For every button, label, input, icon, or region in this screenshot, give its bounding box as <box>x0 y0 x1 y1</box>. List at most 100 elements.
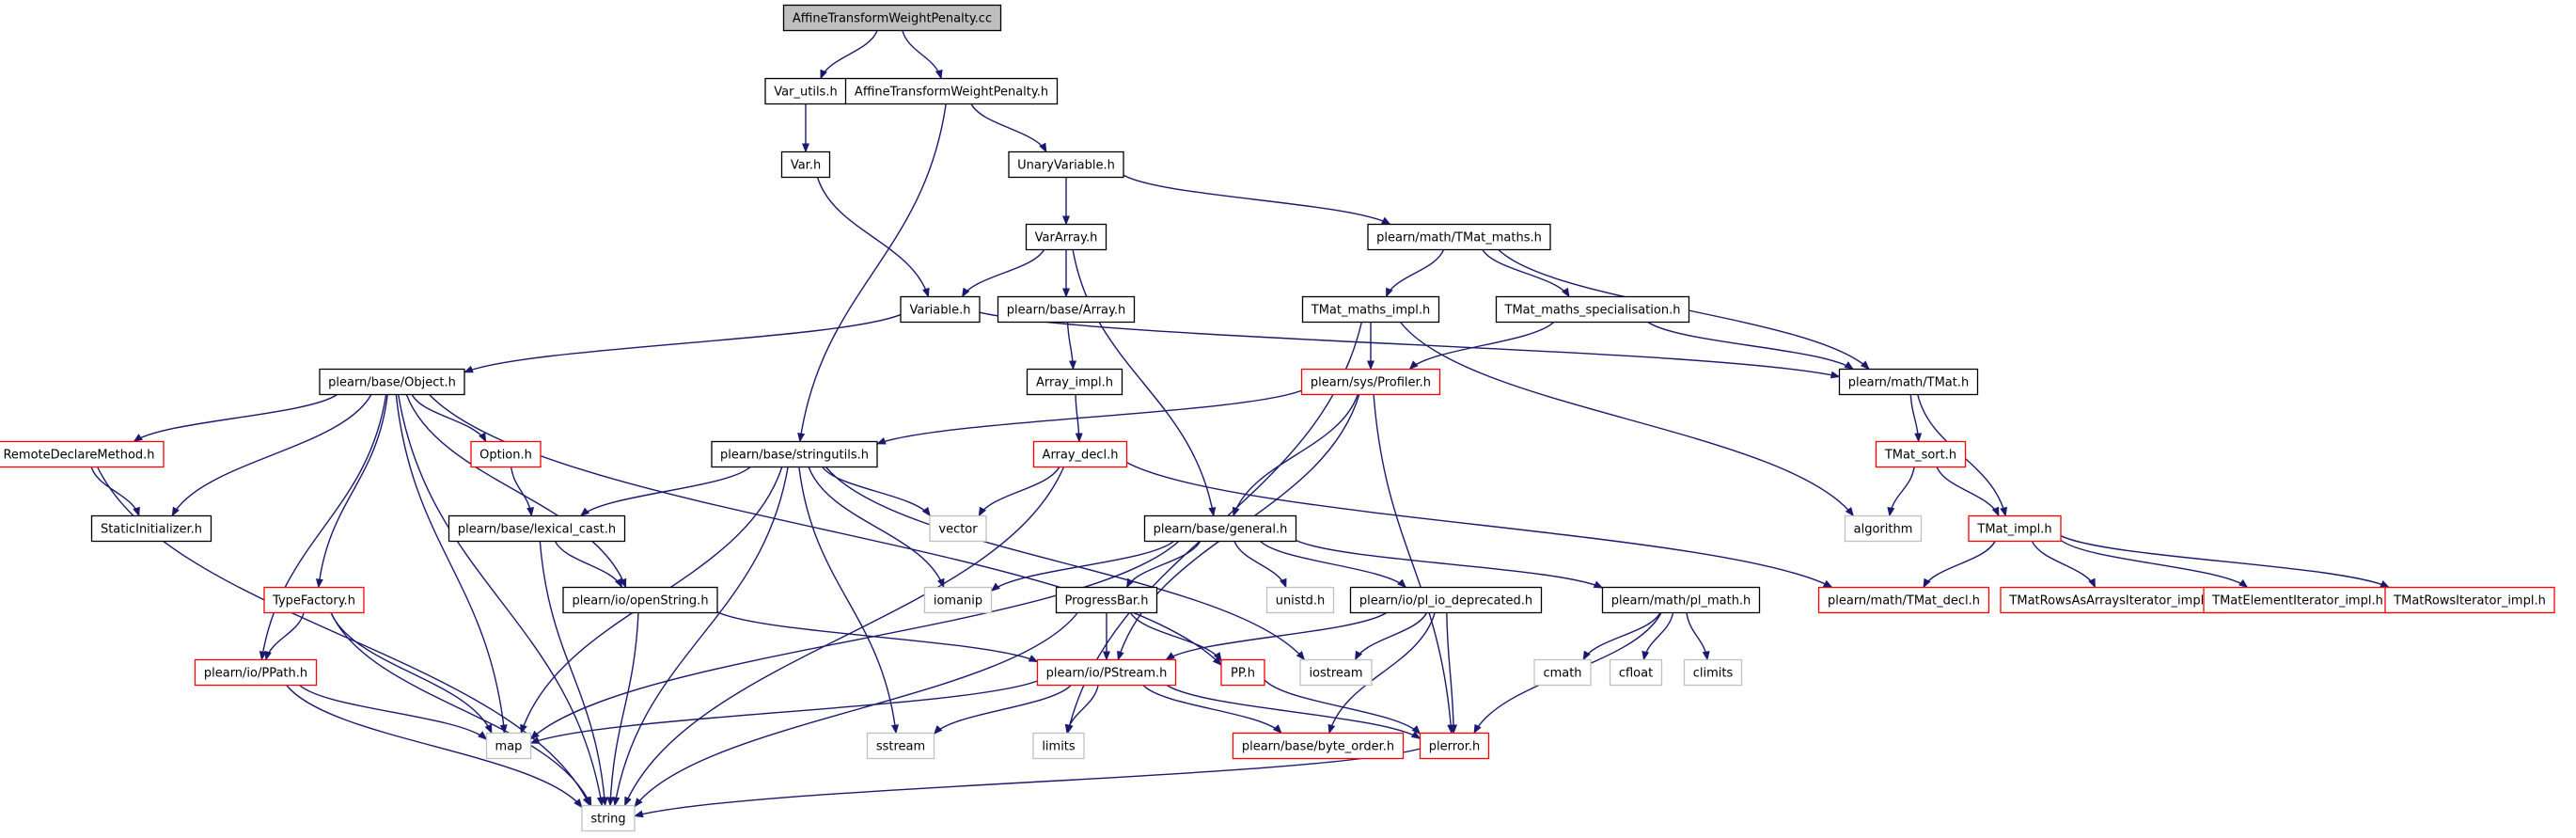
node-var-utils[interactable]: Var_utils.h <box>764 77 847 105</box>
node-unaryvar[interactable]: UnaryVariable.h <box>1008 150 1124 179</box>
edge-tmat-impl-to-tmat-rows-arr <box>2031 541 2097 589</box>
edge-tmat-maths-to-tmat-maths-spec <box>1482 249 1570 298</box>
node-pl-math[interactable]: plearn/math/pl_math.h <box>1601 586 1761 614</box>
node-box <box>1232 732 1405 760</box>
node-string[interactable]: string <box>581 804 636 832</box>
node-vector[interactable]: vector <box>929 514 987 543</box>
edge-vararray-to-variable <box>961 249 1045 298</box>
edge-typefactory-to-string <box>330 612 592 807</box>
node-atwp-h[interactable]: AffineTransformWeightPenalty.h <box>844 77 1059 105</box>
edge-tmat-sort-to-algorithm <box>1887 466 1915 517</box>
node-label: TMat_maths_impl.h <box>1311 304 1430 318</box>
edge-stringutils-to-string <box>612 466 789 807</box>
node-box <box>764 77 847 105</box>
edge-tmat-maths-spec-to-profiler <box>1408 321 1555 371</box>
node-tmat-maths[interactable]: plearn/math/TMat_maths.h <box>1367 223 1551 251</box>
node-map[interactable]: map <box>485 732 532 760</box>
node-label: TMatElementIterator_impl.h <box>2211 594 2383 609</box>
node-openstring[interactable]: plearn/io/openString.h <box>562 586 718 614</box>
node-tmat-rows-arr[interactable]: TMatRowsAsArraysIterator_impl.h <box>2000 586 2225 614</box>
node-box <box>844 77 1059 105</box>
node-stringutils[interactable]: plearn/base/stringutils.h <box>711 440 878 468</box>
edge-openstring-to-string <box>606 612 639 807</box>
edge-stringutils-to-iostream <box>825 466 1306 661</box>
edge-array-decl-to-string <box>623 466 1065 807</box>
node-label: PP.h <box>1231 667 1255 681</box>
node-box <box>1299 658 1373 687</box>
node-box <box>1300 368 1441 396</box>
edge-pstream-to-map <box>529 680 1038 744</box>
edge-pl-io-dep-to-iostream <box>1354 612 1428 661</box>
node-var-h[interactable]: Var.h <box>780 150 831 179</box>
node-box <box>866 732 935 760</box>
node-box <box>1220 658 1265 687</box>
edge-vararray-to-general <box>1072 249 1217 517</box>
node-vararray[interactable]: VarArray.h <box>1025 223 1107 251</box>
edge-tmat-impl-to-tmat-elem <box>2060 539 2249 589</box>
node-typefactory[interactable]: TypeFactory.h <box>263 586 365 614</box>
node-root[interactable]: AffineTransformWeightPenalty.cc <box>782 4 1002 32</box>
node-label: TMat_impl.h <box>1976 523 2051 537</box>
node-tmat[interactable]: plearn/math/TMat.h <box>1838 368 1979 396</box>
node-algorithm[interactable]: algorithm <box>1844 514 1923 543</box>
node-sstream[interactable]: sstream <box>866 732 935 760</box>
node-array-impl[interactable]: Array_impl.h <box>1026 368 1123 396</box>
node-remote[interactable]: RemoteDeclareMethod.h <box>0 440 165 468</box>
node-general[interactable]: plearn/base/general.h <box>1143 514 1297 543</box>
node-plerror[interactable]: plerror.h <box>1419 732 1490 760</box>
node-tmat-maths-spec[interactable]: TMat_maths_specialisation.h <box>1495 295 1690 324</box>
node-profiler[interactable]: plearn/sys/Profiler.h <box>1300 368 1441 396</box>
node-tmat-sort[interactable]: TMat_sort.h <box>1875 440 1967 468</box>
edge-general-to-unistd <box>1233 541 1287 589</box>
node-box <box>780 150 831 179</box>
edge-lexical-to-openstring <box>554 541 623 589</box>
node-array-decl[interactable]: Array_decl.h <box>1032 440 1128 468</box>
node-label: Option.h <box>479 449 532 463</box>
node-label: UnaryVariable.h <box>1017 159 1115 173</box>
node-iomanip[interactable]: iomanip <box>923 586 993 614</box>
node-ppath[interactable]: plearn/io/PPath.h <box>194 658 318 687</box>
node-tmat-impl[interactable]: TMat_impl.h <box>1968 514 2062 543</box>
node-label: plearn/math/pl_math.h <box>1611 594 1751 609</box>
node-cmath[interactable]: cmath <box>1533 658 1592 687</box>
node-tmat-maths-impl[interactable]: TMat_maths_impl.h <box>1301 295 1440 324</box>
edge-ppath-to-map <box>299 684 488 740</box>
edge-tmat-impl-to-tmat-decl <box>1923 541 1996 589</box>
node-climits[interactable]: climits <box>1683 658 1743 687</box>
node-label: vector <box>938 523 978 537</box>
node-byte-order[interactable]: plearn/base/byte_order.h <box>1232 732 1405 760</box>
node-variable[interactable]: Variable.h <box>900 295 981 324</box>
node-label: ProgressBar.h <box>1065 594 1149 609</box>
edge-stringutils-to-sstream <box>798 466 899 735</box>
node-limits[interactable]: limits <box>1032 732 1085 760</box>
edge-typefactory-to-ppath <box>264 612 305 661</box>
node-base-array[interactable]: plearn/base/Array.h <box>997 295 1136 324</box>
node-pl-io-dep[interactable]: plearn/io/pl_io_deprecated.h <box>1349 586 1543 614</box>
node-box <box>997 295 1136 324</box>
node-label: StaticInitializer.h <box>101 523 202 537</box>
node-tmat-decl[interactable]: plearn/math/TMat_decl.h <box>1817 586 1990 614</box>
dependency-nodes: AffineTransformWeightPenalty.ccVar_utils… <box>0 4 2555 832</box>
node-static-init[interactable]: StaticInitializer.h <box>90 514 212 543</box>
node-cfloat[interactable]: cfloat <box>1609 658 1663 687</box>
node-label: sstream <box>876 740 925 754</box>
edge-tmat-maths-spec-to-tmat <box>1647 321 1854 371</box>
node-tmat-rows[interactable]: TMatRowsIterator_impl.h <box>2384 586 2555 614</box>
node-unistd[interactable]: unistd.h <box>1265 586 1335 614</box>
node-tmat-elem[interactable]: TMatElementIterator_impl.h <box>2203 586 2393 614</box>
node-lexical[interactable]: plearn/base/lexical_cast.h <box>448 514 626 543</box>
edge-base-array-to-array-impl <box>1066 322 1077 371</box>
edge-plerror-to-string <box>634 748 1421 818</box>
node-object[interactable]: plearn/base/Object.h <box>319 368 465 396</box>
node-label: climits <box>1693 667 1734 681</box>
node-box <box>1032 732 1085 760</box>
node-option[interactable]: Option.h <box>470 440 542 468</box>
node-iostream[interactable]: iostream <box>1299 658 1373 687</box>
edge-object-to-remote <box>133 393 338 443</box>
node-label: plearn/base/Object.h <box>328 376 456 390</box>
node-pstream[interactable]: plearn/io/PStream.h <box>1036 658 1177 687</box>
node-progressbar[interactable]: ProgressBar.h <box>1055 586 1158 614</box>
node-box <box>1301 295 1440 324</box>
node-pp-h[interactable]: PP.h <box>1220 658 1265 687</box>
edge-general-to-pl-io-dep <box>1260 540 1407 589</box>
